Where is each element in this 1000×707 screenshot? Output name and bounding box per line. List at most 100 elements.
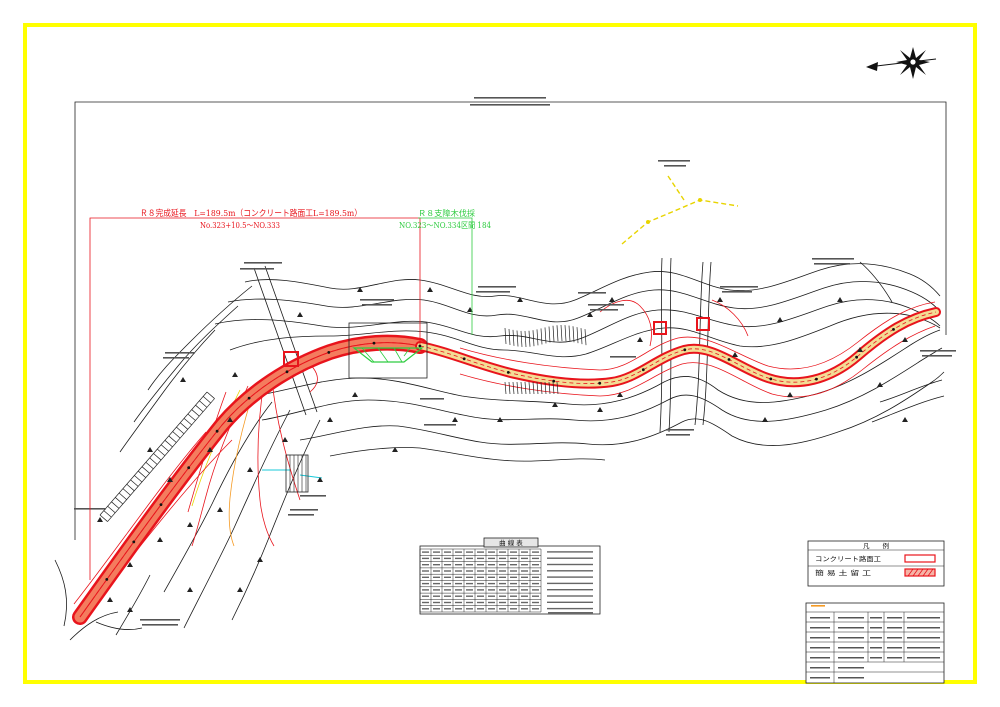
table-cell-text xyxy=(488,557,495,560)
water-line xyxy=(262,469,323,479)
table-cell-text xyxy=(455,551,462,553)
hatch-tick xyxy=(520,381,523,395)
illegible-label xyxy=(474,97,546,99)
terrain-triangle xyxy=(497,417,503,422)
table-row-text xyxy=(547,595,593,597)
station-point xyxy=(641,368,645,372)
illegible-label xyxy=(290,509,318,511)
terrain-triangle xyxy=(207,447,213,452)
hatch-tick xyxy=(576,327,579,344)
table-cell-text xyxy=(488,564,495,566)
title-value-text xyxy=(838,617,864,619)
survey-line xyxy=(621,199,739,245)
completed-extension-leader xyxy=(89,217,421,580)
hatch-tick xyxy=(191,409,200,417)
hatch-tick xyxy=(99,514,108,522)
contour-line xyxy=(115,574,151,636)
hatch-tick xyxy=(548,326,551,343)
hatch-tick xyxy=(180,422,189,430)
table-row-text xyxy=(547,582,593,585)
title-value-text xyxy=(907,637,940,639)
illegible-label xyxy=(420,398,444,400)
hatch-tick xyxy=(544,327,547,344)
title-label-text xyxy=(810,667,830,669)
table-cell-text xyxy=(510,601,517,604)
illegible-label xyxy=(722,291,752,293)
hatch-tick xyxy=(172,431,181,439)
title-label-text xyxy=(810,637,830,639)
inset-frame xyxy=(348,322,428,379)
illegible-label xyxy=(666,429,694,431)
hatch-tick xyxy=(540,328,543,345)
table-cell-text xyxy=(433,601,440,604)
hatch-tick xyxy=(532,381,535,395)
terrain-triangle xyxy=(837,297,843,302)
title-label-text xyxy=(810,617,830,619)
drawing-frame xyxy=(74,101,947,540)
hatch-tick xyxy=(141,466,150,474)
survey-traverse xyxy=(621,175,739,245)
illegible-label xyxy=(588,304,624,306)
table-cell-text xyxy=(444,576,451,578)
hatch-tick xyxy=(115,497,124,505)
legend-frame xyxy=(807,540,945,587)
terrain-triangle xyxy=(247,467,253,472)
table-cell-text xyxy=(433,595,440,597)
table-cell-text xyxy=(433,589,440,591)
table-cell-text xyxy=(477,557,484,560)
hatch-tick xyxy=(130,479,139,487)
table-cell-text xyxy=(444,601,451,604)
table-row-text xyxy=(547,570,593,572)
table-cell-text xyxy=(444,551,451,553)
legend-item-concrete-label: コンクリート路面工 xyxy=(815,554,882,563)
title-label-text xyxy=(870,637,882,639)
table-cell-text xyxy=(466,570,473,572)
terrain-triangle xyxy=(732,352,738,357)
table-cell-text xyxy=(422,608,429,610)
table-cell-text xyxy=(499,576,506,578)
table-cell-text xyxy=(422,582,429,585)
title-value-text xyxy=(907,657,940,659)
contour-line xyxy=(119,329,216,453)
illegible-label xyxy=(666,434,690,436)
table-cell-text xyxy=(466,564,473,566)
hatch-tick xyxy=(512,381,515,395)
contour-line xyxy=(183,409,291,629)
hatch-tick xyxy=(199,400,208,408)
terrain-triangle xyxy=(167,477,173,482)
hatch-tick xyxy=(504,381,507,395)
contour-line xyxy=(147,285,253,391)
contour-line xyxy=(329,447,606,462)
illegible-label xyxy=(664,165,686,167)
table-cell-text xyxy=(422,589,429,591)
stream-line xyxy=(694,261,704,426)
table-row-text xyxy=(547,557,593,559)
table-cell-text xyxy=(488,595,495,597)
terrain-triangle xyxy=(282,437,288,442)
title-block-caption xyxy=(811,605,825,607)
illegible-label xyxy=(360,299,394,301)
north-arrow-icon xyxy=(866,47,937,79)
terrain-triangle xyxy=(587,312,593,317)
table-cell-text xyxy=(499,564,506,566)
hatch-tick xyxy=(512,329,515,346)
title-value-text xyxy=(838,647,864,649)
illegible-label xyxy=(478,286,516,288)
table-cell-text xyxy=(444,557,451,560)
table-cell-text xyxy=(433,570,440,572)
compass-center xyxy=(909,58,917,66)
hatch-tick xyxy=(103,510,112,518)
hatch-tick xyxy=(187,413,196,421)
table-cell-text xyxy=(499,601,506,604)
table-cell-text xyxy=(455,570,462,572)
hatch-tick xyxy=(532,330,535,347)
table-cell-text xyxy=(477,576,484,578)
table-cell-text xyxy=(466,595,473,597)
table-cell-text xyxy=(466,557,473,560)
table-cell-text xyxy=(521,564,528,566)
table-cell-text xyxy=(521,582,528,585)
hatch-tick xyxy=(134,475,143,483)
station-points xyxy=(105,328,895,581)
station-point xyxy=(892,328,895,331)
